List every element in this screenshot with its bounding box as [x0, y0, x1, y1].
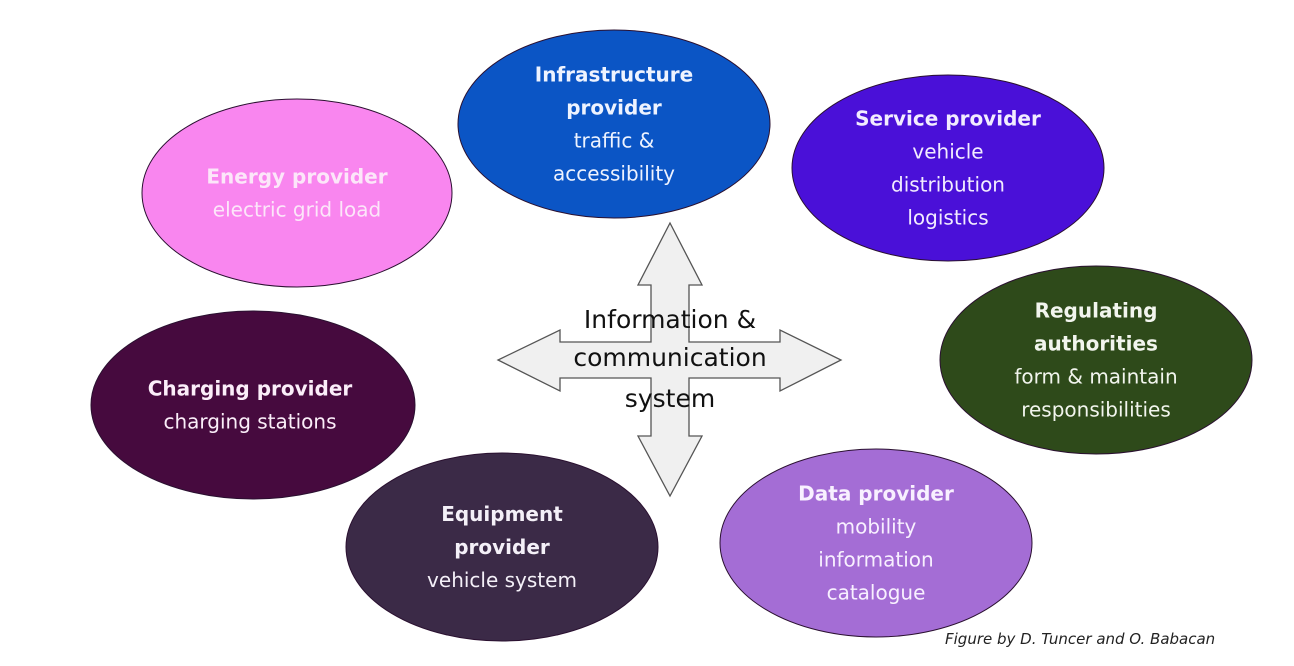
actor-description: responsibilities	[1021, 398, 1171, 422]
actor-ellipse-infrastructure	[457, 29, 771, 219]
actor-description: information	[818, 548, 933, 572]
center-label-line-3: system	[625, 384, 715, 413]
actor-service: Service provider vehicle distribution logis…	[791, 74, 1105, 262]
actor-description: logistics	[907, 206, 988, 230]
actor-title: Regulating	[1035, 299, 1158, 323]
actor-data: Data provider mobility information catalogu…	[719, 448, 1033, 638]
actor-description: vehicle system	[427, 568, 577, 592]
actor-description: charging stations	[163, 410, 336, 434]
actor-title: Data provider	[798, 482, 954, 506]
actor-description: traffic &	[574, 129, 655, 153]
center-label: Information & communication system	[573, 305, 766, 413]
actor-description: distribution	[891, 173, 1005, 197]
actor-description: accessibility	[553, 162, 675, 186]
actor-title: Infrastructure	[535, 63, 693, 87]
actor-charging: Charging provider charging stations	[90, 310, 416, 500]
actor-energy: Energy provider electric grid load	[141, 98, 453, 288]
actor-regulating: Regulating authorities form & maintain resp…	[939, 265, 1253, 455]
center-label-line-1: Information &	[584, 305, 756, 334]
actor-title: Charging provider	[148, 377, 353, 401]
figure-credit: Figure by D. Tuncer and O. Babacan	[945, 630, 1216, 648]
four-way-arrow-icon	[496, 221, 843, 498]
actor-description: mobility	[836, 515, 917, 539]
actor-description: vehicle	[912, 140, 983, 164]
actor-title: Equipment	[441, 502, 563, 526]
actor-ellipse-equipment	[345, 452, 659, 642]
actor-ellipse-energy	[141, 98, 453, 288]
actor-ellipse-regulating	[939, 265, 1253, 455]
actor-title: provider	[566, 96, 662, 120]
actor-description: catalogue	[827, 581, 926, 605]
actor-title: authorities	[1034, 332, 1158, 356]
center-label-line-2: communication	[573, 343, 766, 372]
actor-ellipse-charging	[90, 310, 416, 500]
actor-ellipse-service	[791, 74, 1105, 262]
actor-description: form & maintain	[1014, 365, 1177, 389]
actor-title: Energy provider	[206, 165, 387, 189]
actor-infrastructure: Infrastructure provider traffic & accessibi…	[457, 29, 771, 219]
actor-title: provider	[454, 535, 550, 559]
actor-equipment: Equipment provider vehicle system	[345, 452, 659, 642]
actor-title: Service provider	[855, 107, 1041, 131]
actor-description: electric grid load	[213, 198, 381, 222]
actor-ellipse-data	[719, 448, 1033, 638]
